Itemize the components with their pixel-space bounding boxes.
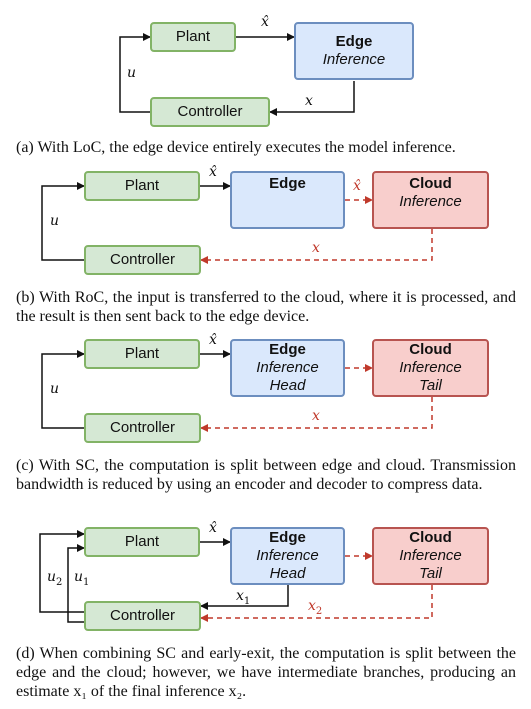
d-cloud-to-controller-x2-arrow bbox=[200, 585, 433, 622]
b-x-red-label: x bbox=[312, 240, 320, 256]
c-controller-box: Controller bbox=[84, 413, 201, 443]
d-cloud-subtitle-2: Tail bbox=[419, 565, 442, 582]
d-x1-letter: x bbox=[236, 588, 244, 604]
c-caption: (c) With SC, the computation is split be… bbox=[16, 457, 516, 493]
b-caption: (b) With RoC, the input is transferred t… bbox=[16, 289, 516, 325]
d-u1-subscript: 1 bbox=[83, 576, 90, 588]
b-u-label: u bbox=[50, 213, 60, 229]
c-edge-title: Edge bbox=[269, 341, 306, 358]
c-controller-label: Controller bbox=[109, 419, 176, 436]
a-u-label: u bbox=[127, 65, 137, 81]
b-cloud-to-controller-arrow bbox=[200, 229, 433, 264]
b-plant-box: Plant bbox=[84, 171, 200, 201]
c-controller-to-plant-arrow bbox=[41, 350, 85, 429]
b-cloud-title: Cloud bbox=[409, 175, 452, 192]
b-xhat-red-label: x̂ bbox=[353, 178, 361, 194]
d-controller-to-plant-u1-arrow bbox=[67, 544, 85, 623]
c-edge-subtitle-1: Inference bbox=[256, 359, 319, 376]
c-x-red-label: x bbox=[312, 408, 320, 424]
d-x2-subscript: 2 bbox=[315, 605, 323, 617]
a-plant-label: Plant bbox=[175, 28, 211, 45]
d-edge-title: Edge bbox=[269, 529, 306, 546]
a-x-label: x bbox=[305, 93, 313, 109]
d-edge-to-controller-x1-arrow bbox=[200, 585, 289, 610]
a-controller-label: Controller bbox=[177, 103, 243, 120]
b-controller-box: Controller bbox=[84, 245, 201, 275]
d-controller-box: Controller bbox=[84, 601, 201, 631]
c-cloud-subtitle-1: Inference bbox=[399, 359, 462, 376]
c-cloud-box: Cloud Inference Tail bbox=[372, 339, 489, 397]
d-plant-label: Plant bbox=[124, 533, 160, 550]
d-u2-subscript: 2 bbox=[56, 576, 63, 588]
c-plant-box: Plant bbox=[84, 339, 200, 369]
c-cloud-to-controller-arrow bbox=[200, 397, 433, 432]
d-edge-subtitle-2: Head bbox=[269, 565, 306, 582]
d-u2-letter: u bbox=[47, 569, 57, 585]
d-controller-label: Controller bbox=[109, 607, 176, 624]
b-edge-box: Edge bbox=[230, 171, 345, 229]
a-controller-to-plant-arrow bbox=[119, 33, 151, 113]
d-u2-label: u2 bbox=[47, 569, 62, 588]
a-edge-box: Edge Inference bbox=[294, 22, 414, 80]
b-xhat-label: x̂ bbox=[209, 164, 217, 180]
a-controller-box: Controller bbox=[150, 97, 270, 127]
d-cloud-box: Cloud Inference Tail bbox=[372, 527, 489, 585]
d-x1-label: x1 bbox=[236, 588, 250, 607]
c-xhat-label: x̂ bbox=[209, 332, 217, 348]
d-x2-red-label: x2 bbox=[308, 598, 322, 617]
d-u1-letter: u bbox=[74, 569, 84, 585]
d-edge-box: Edge Inference Head bbox=[230, 527, 345, 585]
c-plant-label: Plant bbox=[124, 345, 160, 362]
d-controller-to-plant-u2-arrow bbox=[39, 530, 85, 613]
d-edge-subtitle-1: Inference bbox=[256, 547, 319, 564]
d-caption: (d) When combining SC and early-exit, th… bbox=[16, 645, 516, 700]
d-u1-label: u1 bbox=[74, 569, 89, 588]
c-cloud-subtitle-2: Tail bbox=[419, 377, 442, 394]
d-plant-box: Plant bbox=[84, 527, 200, 557]
c-edge-subtitle-2: Head bbox=[269, 377, 306, 394]
c-cloud-title: Cloud bbox=[409, 341, 452, 358]
b-edge-title: Edge bbox=[269, 175, 306, 192]
b-cloud-box: Cloud Inference bbox=[372, 171, 489, 229]
a-edge-title: Edge bbox=[335, 33, 373, 50]
c-edge-box: Edge Inference Head bbox=[230, 339, 345, 397]
d-xhat-label: x̂ bbox=[209, 520, 217, 536]
b-cloud-subtitle: Inference bbox=[399, 193, 462, 210]
d-cloud-title: Cloud bbox=[409, 529, 452, 546]
b-controller-to-plant-arrow bbox=[41, 182, 85, 261]
d-x2-letter: x bbox=[308, 598, 316, 614]
a-xhat-label: x̂ bbox=[261, 14, 269, 30]
a-edge-to-controller-arrow bbox=[269, 81, 355, 116]
d-cloud-subtitle-1: Inference bbox=[399, 547, 462, 564]
d-x1-subscript: 1 bbox=[243, 595, 251, 607]
a-edge-subtitle: Inference bbox=[322, 51, 386, 68]
a-caption: (a) With LoC, the edge device entirely e… bbox=[16, 139, 456, 156]
a-plant-box: Plant bbox=[150, 22, 236, 52]
b-controller-label: Controller bbox=[109, 251, 176, 268]
b-plant-label: Plant bbox=[124, 177, 160, 194]
c-u-label: u bbox=[50, 381, 60, 397]
